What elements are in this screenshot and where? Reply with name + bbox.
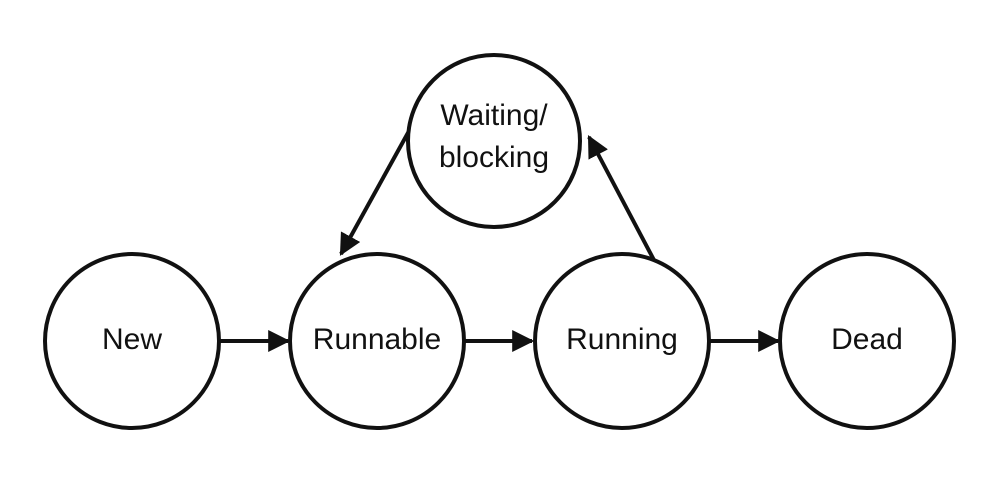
state-new-label: New <box>102 323 162 356</box>
state-runnable-label: Runnable <box>313 323 441 356</box>
state-new: New <box>43 252 221 430</box>
state-running: Running <box>533 252 711 430</box>
state-dead: Dead <box>778 252 956 430</box>
arrow-running-to-waiting <box>587 135 657 263</box>
state-runnable: Runnable <box>288 252 466 430</box>
state-waiting-label-line2: blocking <box>439 141 549 174</box>
arrow-waiting-to-runnable <box>339 130 411 256</box>
state-waiting-label-line1: Waiting/ <box>440 99 548 132</box>
state-dead-label: Dead <box>831 323 903 356</box>
state-running-label: Running <box>566 323 678 356</box>
state-waiting-blocking: Waiting/ blocking <box>406 53 582 229</box>
